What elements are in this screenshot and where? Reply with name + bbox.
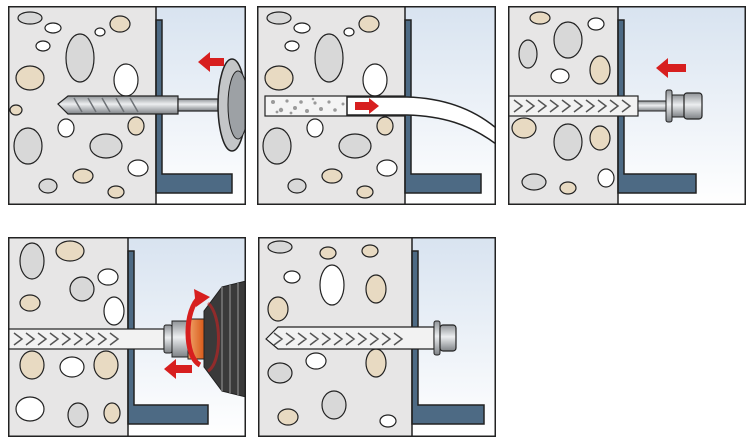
anchor-screw-head — [163, 320, 189, 358]
step-1-drill-hole-panel — [8, 6, 246, 205]
step-3-insert-anchor-panel — [508, 6, 746, 205]
push-arrow-icon — [198, 52, 224, 72]
anchor-screw-head — [433, 320, 457, 356]
step-4-screw-in-panel — [8, 237, 246, 437]
pebbles — [267, 240, 397, 428]
pebbles — [9, 11, 149, 199]
anchor-sleeve — [8, 328, 165, 350]
blow-arrow-icon — [355, 98, 379, 114]
step-1-illustration — [8, 6, 246, 205]
pebbles — [262, 11, 398, 199]
drill-chuck — [217, 58, 246, 152]
pebbles — [15, 240, 125, 428]
step-3-illustration — [508, 6, 746, 205]
panel-border — [8, 6, 246, 205]
rotation-icon — [185, 289, 220, 373]
push-arrow-icon — [656, 58, 686, 78]
drill-bit — [57, 95, 219, 115]
step-5-installed-panel — [258, 237, 496, 437]
push-arrow-icon — [164, 359, 192, 379]
step-5-illustration — [258, 237, 496, 437]
step-2-illustration — [257, 6, 496, 205]
anchor-screw-head — [637, 89, 703, 123]
pebbles — [511, 11, 615, 195]
step-4-illustration — [8, 237, 246, 437]
step-2-clean-hole-panel — [257, 6, 496, 205]
anchor-sleeve — [508, 95, 639, 117]
blow-out-pump-tube — [346, 96, 496, 145]
expanded-anchor — [265, 326, 435, 350]
